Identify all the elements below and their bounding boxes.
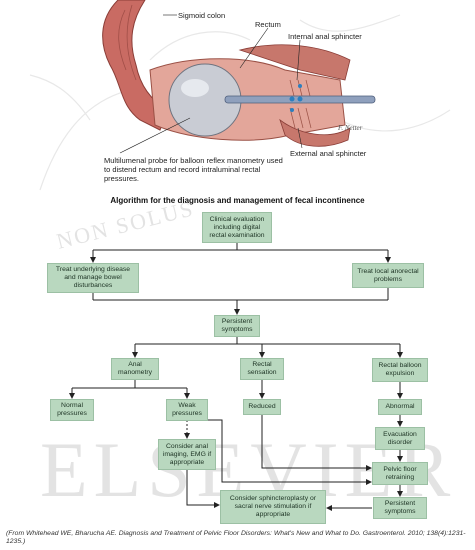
label-sigmoid-colon: Sigmoid colon xyxy=(178,11,226,20)
node-consider-sphincteroplasty: Consider sphincteroplasty or sacral nerv… xyxy=(220,490,326,524)
tree-watermark-sketch xyxy=(29,14,451,191)
node-persistent-symptoms: Persistent symptoms xyxy=(214,315,260,337)
node-pelvic-floor-retraining: Pelvic floor retraining xyxy=(372,462,428,485)
node-consider-anal-imaging: Consider anal imaging, EMG if appropriat… xyxy=(158,439,216,470)
artist-signature: F. Netter xyxy=(337,124,363,132)
anorectal-illustration: F. Netter xyxy=(29,0,451,191)
node-weak-pressures: Weak pressures xyxy=(166,399,208,421)
label-internal-sphincter: Internal anal sphincter xyxy=(288,32,362,41)
node-anal-manometry: Anal manometry xyxy=(111,358,159,380)
node-normal-pressures: Normal pressures xyxy=(50,399,94,421)
label-rectum: Rectum xyxy=(255,20,281,29)
node-clinical-evaluation: Clinical evaluation including digital re… xyxy=(202,212,272,243)
node-evacuation-disorder: Evacuation disorder xyxy=(375,427,425,450)
node-rectal-balloon-expulsion: Rectal balloon expulsion xyxy=(372,358,428,382)
node-abnormal: Abnormal xyxy=(378,399,422,415)
node-treat-underlying-disease: Treat underlying disease and manage bowe… xyxy=(47,263,139,293)
node-treat-local-problems: Treat local anorectal problems xyxy=(352,263,424,288)
algorithm-title: Algorithm for the diagnosis and manageme… xyxy=(110,196,365,205)
figure-caption: (From Whitehead WE, Bharucha AE. Diagnos… xyxy=(6,530,466,545)
node-reduced: Reduced xyxy=(243,399,281,415)
label-probe: Multilumenal probe for balloon reflex ma… xyxy=(104,156,283,183)
node-persistent-symptoms-final: Persistent symptoms xyxy=(373,497,427,519)
pelvic-muscle xyxy=(238,44,351,81)
label-external-sphincter: External anal sphincter xyxy=(290,149,367,158)
node-rectal-sensation: Rectal sensation xyxy=(240,358,284,380)
